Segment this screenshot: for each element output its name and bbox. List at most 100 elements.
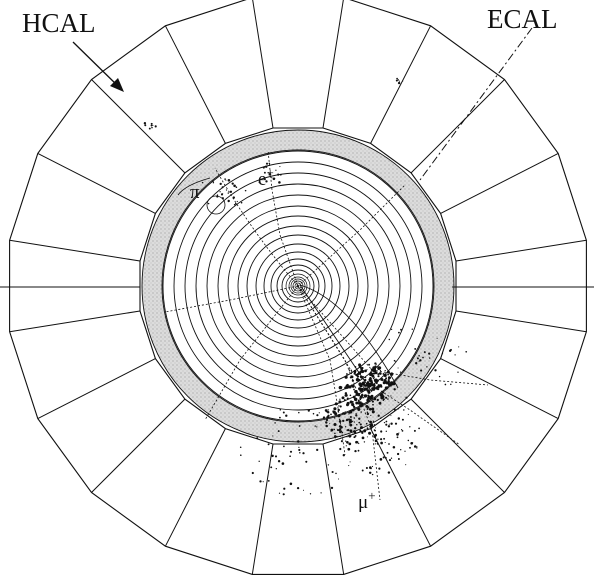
hcal-segment-divider [440,152,559,214]
hit-dot [144,124,147,127]
hit-dot [357,407,361,411]
hit-dot [369,425,372,428]
hit-dot [380,438,383,441]
hit-dot [363,387,365,389]
hit-dot [279,173,282,176]
hit-dot [388,443,390,445]
tracker-ring [281,269,315,303]
tracker-ring [270,258,326,314]
tracker-ring [206,194,390,378]
hit-dot [348,385,352,389]
hit-dot [407,439,410,442]
hit-dot [333,422,337,427]
hit-dot [221,186,224,189]
hit-dot [347,418,351,421]
hit-dot [289,455,291,458]
hcal-segment-divider [252,0,274,129]
hit-dot [354,366,357,368]
hit-dot [148,127,151,130]
muon-label: μ+ [358,488,376,513]
hit-dot [385,420,388,423]
hit-dot [353,388,355,391]
hit-dot [233,203,236,206]
hit-dot [371,375,375,378]
hit-dot [355,414,358,417]
hcal-calorimeter [9,0,587,575]
hit-dot [374,384,376,387]
hit-dot [374,439,378,443]
hit-dot [316,448,319,452]
tracker-ring [184,172,412,400]
hit-dot [339,431,342,434]
hit-dot [360,411,362,413]
hit-dot [273,177,276,180]
hit-dot [364,428,366,430]
track-electron [267,149,299,287]
hit-dot [270,466,273,469]
hit-dot [302,452,305,455]
hit-dot [244,189,247,192]
hit-dot [367,394,370,397]
hit-dot [345,440,347,442]
hit-dot [334,402,338,406]
hit-dot [329,422,331,424]
hit-dot [366,427,369,430]
hit-dot [373,372,376,375]
hit-dot [383,421,386,424]
hit-dot [385,377,388,380]
hit-dot [389,381,394,385]
hit-dot [275,169,277,171]
hit-dot [418,360,420,362]
hit-dot [398,331,400,334]
hit-dot [363,394,368,398]
hit-dot [382,372,385,375]
hit-dot [390,457,393,459]
hit-dot [366,436,368,438]
hit-dot [212,182,215,184]
hit-dot [330,413,332,416]
hit-dot [346,373,348,375]
hit-dot [331,470,334,474]
hit-dot [356,424,358,426]
hit-dot [368,407,372,411]
hit-dot [227,179,231,182]
hit-dot [371,389,373,392]
hit-dot [348,434,352,438]
hit-dot [358,382,362,386]
hit-dot [355,440,358,444]
hit-dot [397,367,399,369]
tracker-ring [162,150,434,422]
hit-dot [369,382,373,386]
hit-dot [312,412,315,415]
hit-dot [279,416,281,419]
hit-dot [259,480,262,483]
hit-dot [344,411,346,413]
hit-dot [334,417,336,419]
hit-dot [346,397,349,400]
hit-dot [396,433,399,436]
hit-dot [371,465,374,468]
hit-dot [256,437,259,440]
hit-dot [227,192,229,194]
hit-dot [347,447,351,451]
track-jet-2 [297,285,346,456]
hit-dot [418,427,420,430]
hit-dot [277,430,280,433]
hit-dot [397,79,399,81]
hit-dot [388,459,392,462]
hit-dot [366,411,369,413]
hit-dot [229,190,233,193]
hit-dot [353,421,355,423]
hit-dot [337,411,339,413]
hit-dot [380,358,382,361]
hit-dot [371,400,374,403]
hit-dot [335,472,337,475]
hit-dot [152,124,154,126]
hit-dot [151,126,153,129]
hit-dot [387,373,389,376]
hit-dot [397,81,401,85]
hit-dot [373,376,375,378]
hit-dot [390,383,393,386]
hit-dot [400,449,402,451]
hcal-segment-divider [164,428,226,547]
